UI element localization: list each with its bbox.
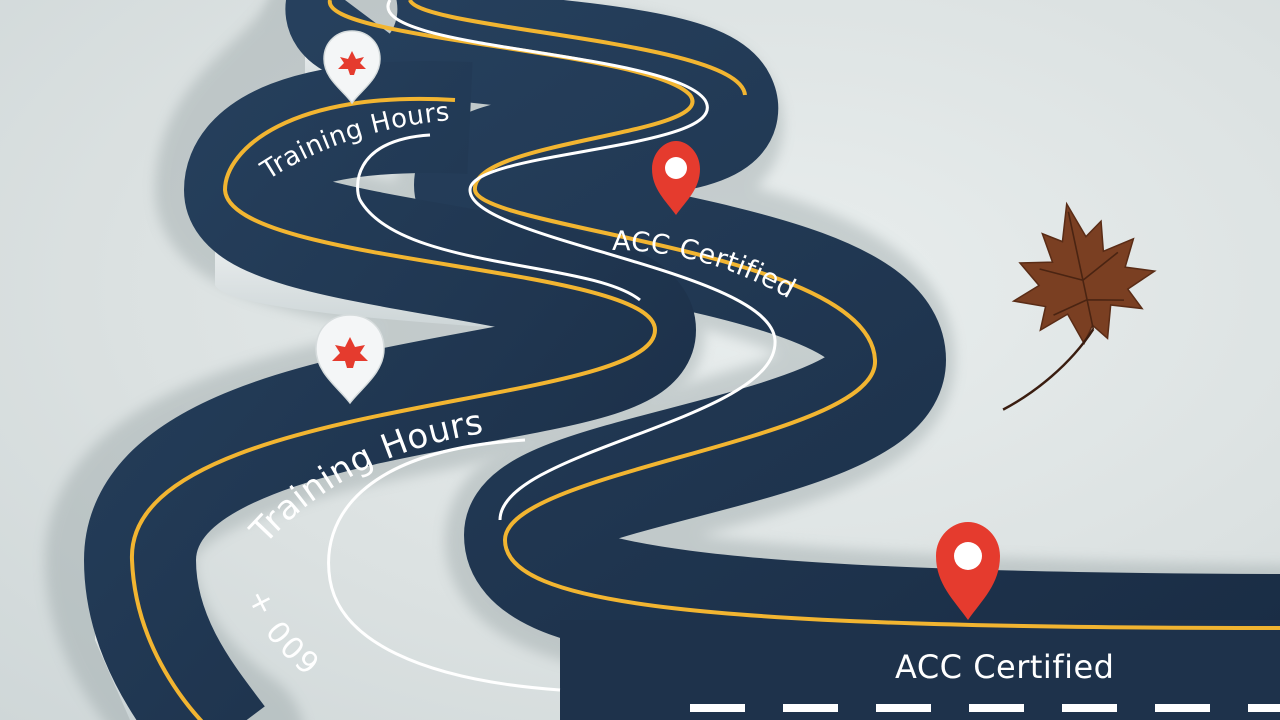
location-pin-icon	[652, 141, 700, 215]
road-surface	[83, 0, 1280, 720]
road-center-lines	[327, 0, 777, 692]
maple-leaf-pin-icon	[315, 314, 385, 405]
road-edge-lines	[129, 0, 1280, 720]
label-acc-certified-bottom: ACC Certified	[895, 648, 1114, 686]
maple-leaf-pin-icon	[323, 30, 381, 105]
location-pin-icon	[936, 522, 1000, 620]
maple-leaf-icon	[1002, 201, 1157, 411]
